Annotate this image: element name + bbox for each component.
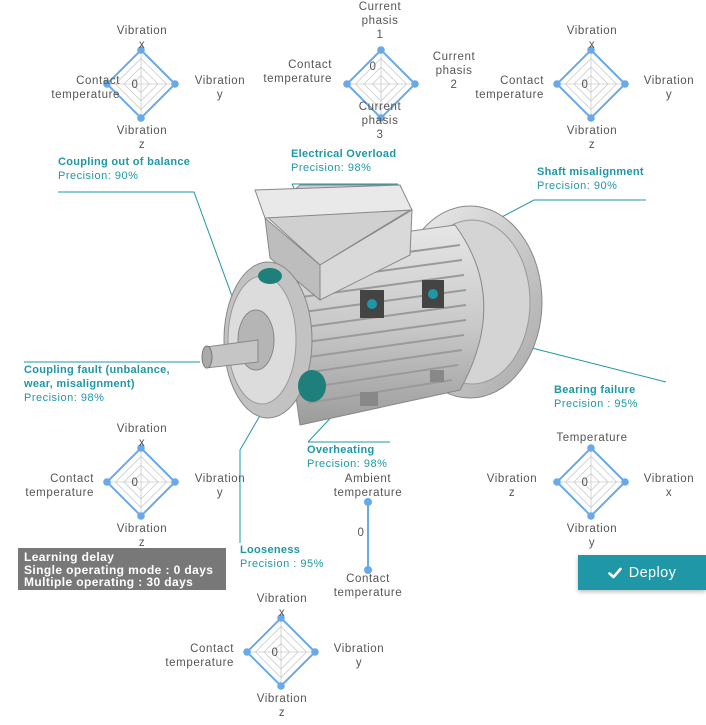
learning-delay-title: Learning delay <box>24 550 115 564</box>
fault-looseness-name: Looseness <box>240 544 301 556</box>
radar-tl-label-top: Vibration x <box>116 25 168 51</box>
fault-bearing-failure-name: Bearing failure <box>554 384 636 396</box>
radar-tl-label-left: Contact temperature <box>51 75 120 101</box>
radar-point-3 <box>277 682 285 690</box>
radar-point-2 <box>171 478 179 486</box>
deploy-button[interactable]: Deploy <box>578 555 706 590</box>
radar-chart-bottom <box>226 590 336 720</box>
fault-shaft-misalignment-precision: Precision: 90% <box>537 180 618 192</box>
leader-line-coupling-balance <box>58 191 249 341</box>
radar-point-4 <box>553 80 561 88</box>
check-icon <box>607 567 622 578</box>
fault-overheating-name: Overheating <box>307 444 375 456</box>
fault-electrical-overload-precision: Precision: 98% <box>291 162 372 174</box>
radar-ml-label-top: Vibration x <box>116 423 168 449</box>
radar-ml-label-left: Contact temperature <box>25 473 94 499</box>
radar-ml-zero: 0 <box>131 477 139 489</box>
radar-point-1 <box>587 46 595 54</box>
axis-chart-zero: 0 <box>357 527 365 539</box>
radar-ml-label-bottom: Vibration z <box>116 523 168 549</box>
radar-chart-top-left <box>86 22 196 152</box>
learning-delay-box: Learning delay Single operating mode : 0… <box>18 548 226 590</box>
radar-point-2 <box>621 478 629 486</box>
fault-coupling-fault-precision: Precision: 98% <box>24 392 105 404</box>
fault-overheating-precision: Precision: 98% <box>307 458 388 470</box>
axis-chart-top-label: Ambient temperature <box>333 473 403 499</box>
deploy-label: Deploy <box>628 564 677 581</box>
learning-delay-multiple: Multiple operating : 30 days <box>24 575 194 589</box>
radar-point-1 <box>137 46 145 54</box>
radar-chart-middle-left <box>86 420 196 550</box>
radar-chart-middle-right <box>536 420 646 550</box>
radar-bot-label-left: Contact temperature <box>165 643 234 669</box>
radar-point-3 <box>137 512 145 520</box>
radar-bot-label-bottom: Vibration z <box>256 693 308 719</box>
fault-bearing-failure-precision: Precision : 95% <box>554 398 638 410</box>
radar-tl-zero: 0 <box>131 79 139 91</box>
radar-point-3 <box>137 114 145 122</box>
radar-mr-label-left: Vibration z <box>486 473 538 499</box>
fault-looseness-precision: Precision : 95% <box>240 558 324 570</box>
learning-delay-single: Single operating mode : 0 days <box>24 562 214 577</box>
radar-tl-label-bottom: Vibration z <box>116 125 168 151</box>
fault-electrical-overload-name: Electrical Overload <box>291 148 397 160</box>
radar-point-1 <box>377 46 385 54</box>
radar-tc-label-right: Current phasis 2 <box>432 51 476 91</box>
axis-chart-point-contact <box>364 566 372 574</box>
radar-point-4 <box>243 648 251 656</box>
radar-mr-label-right: Vibration x <box>643 473 695 499</box>
radar-point-2 <box>311 648 319 656</box>
fault-coupling-fault-name: Coupling fault (unbalance, wear, misalig… <box>24 364 170 390</box>
radar-bot-label-right: Vibration y <box>333 643 385 669</box>
axis-chart-temperature <box>364 498 372 574</box>
fault-coupling-balance-precision: Precision: 90% <box>58 170 139 182</box>
axis-chart-point-ambient <box>364 498 372 506</box>
radar-mr-label-top: Temperature <box>556 432 628 444</box>
radar-point-4 <box>103 478 111 486</box>
radar-point-1 <box>587 444 595 452</box>
radar-chart-top-center <box>326 22 436 152</box>
radar-point-4 <box>343 80 351 88</box>
radar-point-1 <box>277 614 285 622</box>
radar-chart-top-right <box>536 22 646 152</box>
radar-ml-label-right: Vibration y <box>194 473 246 499</box>
radar-mr-label-bottom: Vibration y <box>566 523 618 549</box>
radar-tr-label-right: Vibration y <box>643 75 695 101</box>
radar-point-2 <box>411 80 419 88</box>
radar-tr-label-bottom: Vibration z <box>566 125 618 151</box>
radar-tc-label-bottom: Current phasis 3 <box>358 101 402 141</box>
radar-tc-label-left: Contact temperature <box>263 59 332 85</box>
leader-line-looseness <box>239 411 263 543</box>
radar-point-4 <box>553 478 561 486</box>
radar-point-2 <box>621 80 629 88</box>
radar-point-3 <box>587 114 595 122</box>
radar-mr-zero: 0 <box>581 477 589 489</box>
radar-tr-label-left: Contact temperature <box>475 75 544 101</box>
radar-point-4 <box>103 80 111 88</box>
fault-shaft-misalignment-name: Shaft misalignment <box>537 166 644 178</box>
radar-tl-label-right: Vibration y <box>194 75 246 101</box>
radar-tr-zero: 0 <box>581 79 589 91</box>
radar-bot-label-top: Vibration x <box>256 593 308 619</box>
radar-tc-label-top: Current phasis 1 <box>358 1 402 41</box>
radar-tr-label-top: Vibration x <box>566 25 618 51</box>
axis-chart-bottom-label: Contact temperature <box>333 573 403 599</box>
radar-point-3 <box>587 512 595 520</box>
radar-point-1 <box>137 444 145 452</box>
radar-point-2 <box>171 80 179 88</box>
radar-point-3 <box>377 114 385 122</box>
radar-tc-zero: 0 <box>369 61 377 73</box>
radar-bot-zero: 0 <box>271 647 279 659</box>
fault-coupling-balance-name: Coupling out of balance <box>58 156 191 168</box>
